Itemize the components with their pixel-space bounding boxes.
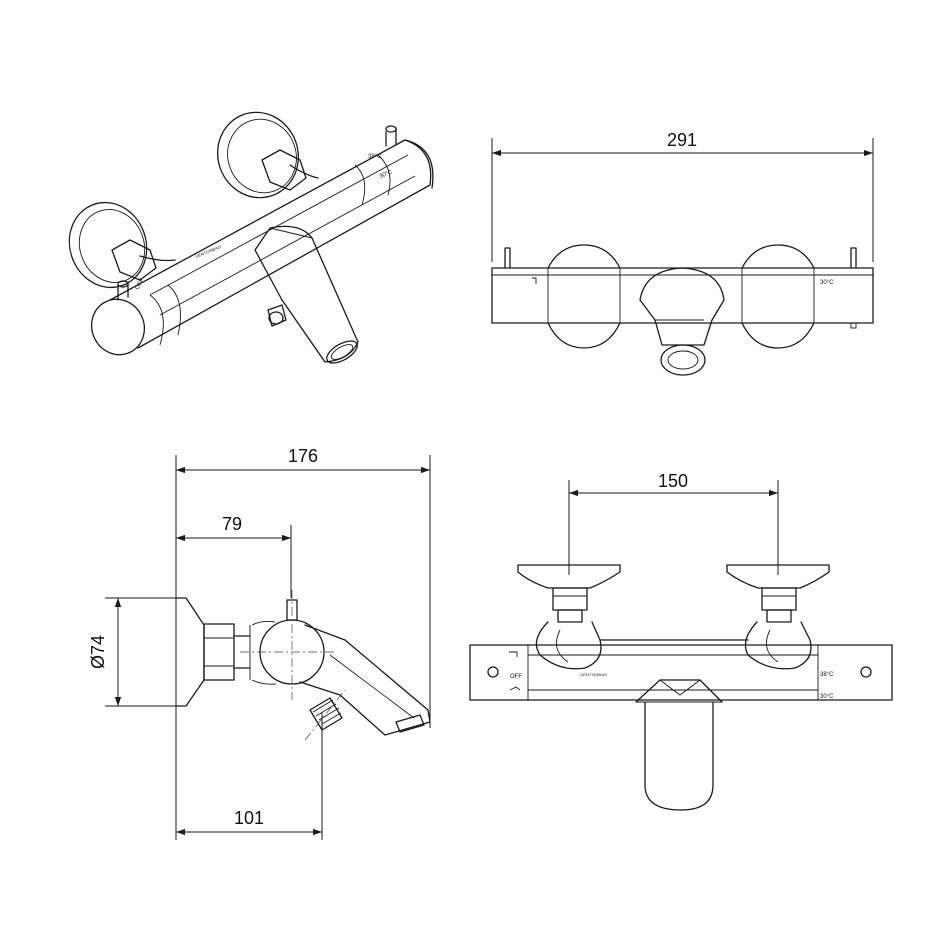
iso-off-label: OFF [135, 277, 146, 291]
front-spout-top [635, 679, 723, 703]
iso-left-cap [90, 298, 146, 356]
top-pin-left [504, 247, 511, 269]
iso-diverter [267, 304, 287, 327]
front-spout [644, 701, 714, 811]
front-off-label: OFF [510, 674, 522, 680]
top-spout-outlet [660, 344, 706, 376]
dim-150-label: 150 [658, 471, 688, 491]
front-view: 150 OFF VENTONBAD 38°C 30°C [469, 471, 893, 811]
top-temp-label: 30°C [820, 280, 834, 286]
dim-101-label: 101 [234, 808, 264, 828]
front-screw-right [860, 666, 872, 678]
front-temp-2: 30°C [820, 694, 834, 700]
iso-spout [254, 225, 359, 363]
top-spout [639, 267, 725, 346]
dim-291-label: 291 [667, 130, 697, 150]
dim-176-label: 176 [288, 446, 318, 466]
iso-temp-label: 38°C [368, 154, 382, 160]
front-connector-left [535, 621, 602, 670]
front-screw-left [487, 666, 499, 678]
top-flange-right [741, 244, 815, 269]
iso-front-connector [111, 239, 157, 281]
front-nut-left [552, 587, 588, 611]
front-temp-1: 38°C [820, 672, 834, 678]
top-flange-left [547, 244, 621, 269]
front-flange-right [726, 564, 830, 589]
side-spout [299, 624, 431, 736]
dim-79-label: 79 [222, 514, 242, 534]
front-body [469, 644, 893, 701]
iso-back-flange [216, 111, 300, 199]
front-nut-right [761, 587, 797, 611]
front-brand: VENTONBAD [580, 672, 608, 677]
front-flange-left [517, 564, 621, 589]
iso-front-flange [68, 201, 148, 289]
dim-74-label: Ø74 [88, 635, 108, 669]
top-body [491, 267, 874, 324]
side-view: 176 79 Ø74 101 [88, 446, 431, 840]
top-view: 291 30°C [491, 130, 874, 376]
top-pin-right [850, 247, 857, 269]
side-flange [175, 597, 205, 707]
side-nut [203, 623, 235, 681]
iso-back-connector [261, 149, 307, 191]
isometric-view: 38°C 30°C VENTONBAD OFF [68, 111, 434, 364]
iso-temp-label-2: 30°C [379, 169, 394, 179]
side-diverter [309, 697, 343, 731]
